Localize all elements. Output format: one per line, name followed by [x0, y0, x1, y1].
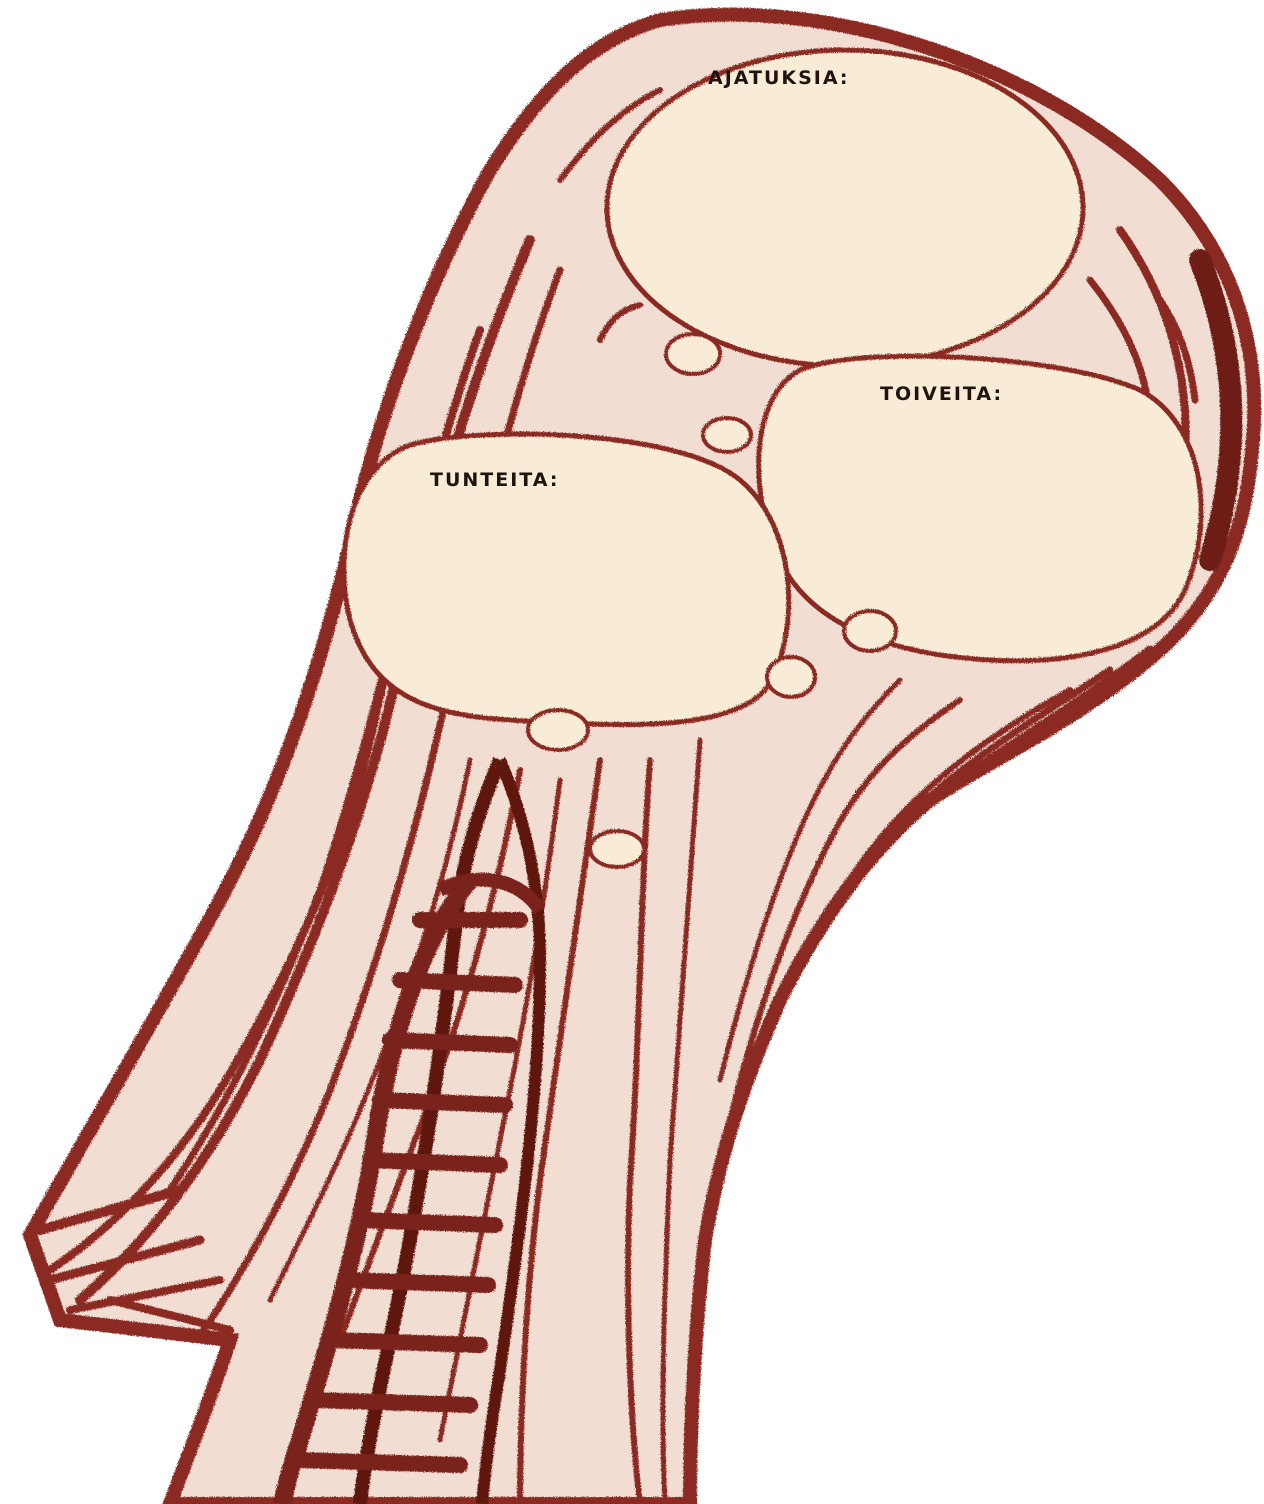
- small-bubble: [844, 611, 896, 651]
- label-ajatuksia: AJATUKSIA:: [708, 67, 850, 89]
- small-bubble: [528, 710, 588, 750]
- label-tunteita: TUNTEITA:: [430, 469, 559, 491]
- label-toiveita: TOIVEITA:: [880, 383, 1003, 405]
- small-bubble: [666, 334, 720, 374]
- bubble-tunteita: [344, 434, 789, 725]
- small-bubble: [703, 418, 751, 452]
- small-bubble: [767, 657, 815, 697]
- bubble-tunteita-shape: [344, 434, 789, 725]
- small-bubble: [590, 831, 644, 867]
- bubble-ajatuksia-shape: [607, 50, 1083, 366]
- bubble-ajatuksia: [607, 50, 1083, 366]
